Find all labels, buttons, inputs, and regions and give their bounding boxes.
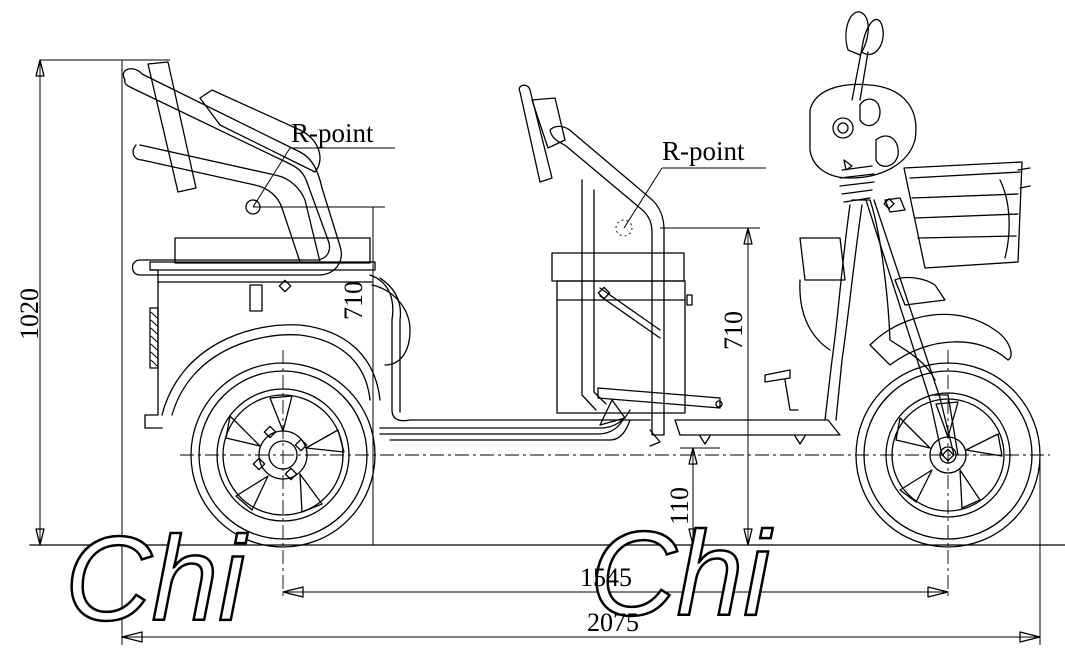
wheelbase-dimension: 1545 bbox=[580, 563, 632, 592]
rear-body bbox=[144, 237, 411, 429]
front-wheel bbox=[855, 362, 1041, 548]
text-labels: R-point R-point 1020 710 710 110 1545 20… bbox=[15, 118, 748, 637]
rear-seat-height-dimension: 710 bbox=[339, 281, 368, 320]
overall-height-dimension: 1020 bbox=[15, 288, 44, 340]
rear-seat-frame bbox=[122, 61, 651, 422]
front-r-point-leader bbox=[623, 167, 663, 229]
overall-length-dimension: 2075 bbox=[587, 608, 639, 637]
front-r-point-label: R-point bbox=[662, 136, 745, 166]
rear-r-point-label: R-point bbox=[291, 118, 374, 148]
ground-clearance-dimension: 110 bbox=[665, 487, 694, 525]
dimension-lines bbox=[35, 59, 1041, 645]
watermark: Chi Chi bbox=[64, 506, 775, 648]
rear-r-point-leader bbox=[252, 147, 291, 208]
middle-seat bbox=[518, 84, 766, 447]
chassis bbox=[379, 409, 631, 441]
rear-wheel bbox=[190, 362, 376, 548]
front-scooter bbox=[674, 11, 1031, 456]
watermark-left: Chi bbox=[65, 512, 248, 646]
watermark-right: Chi bbox=[590, 507, 773, 641]
front-seat-height-dimension: 710 bbox=[719, 311, 748, 350]
reference-lines bbox=[29, 350, 1065, 600]
